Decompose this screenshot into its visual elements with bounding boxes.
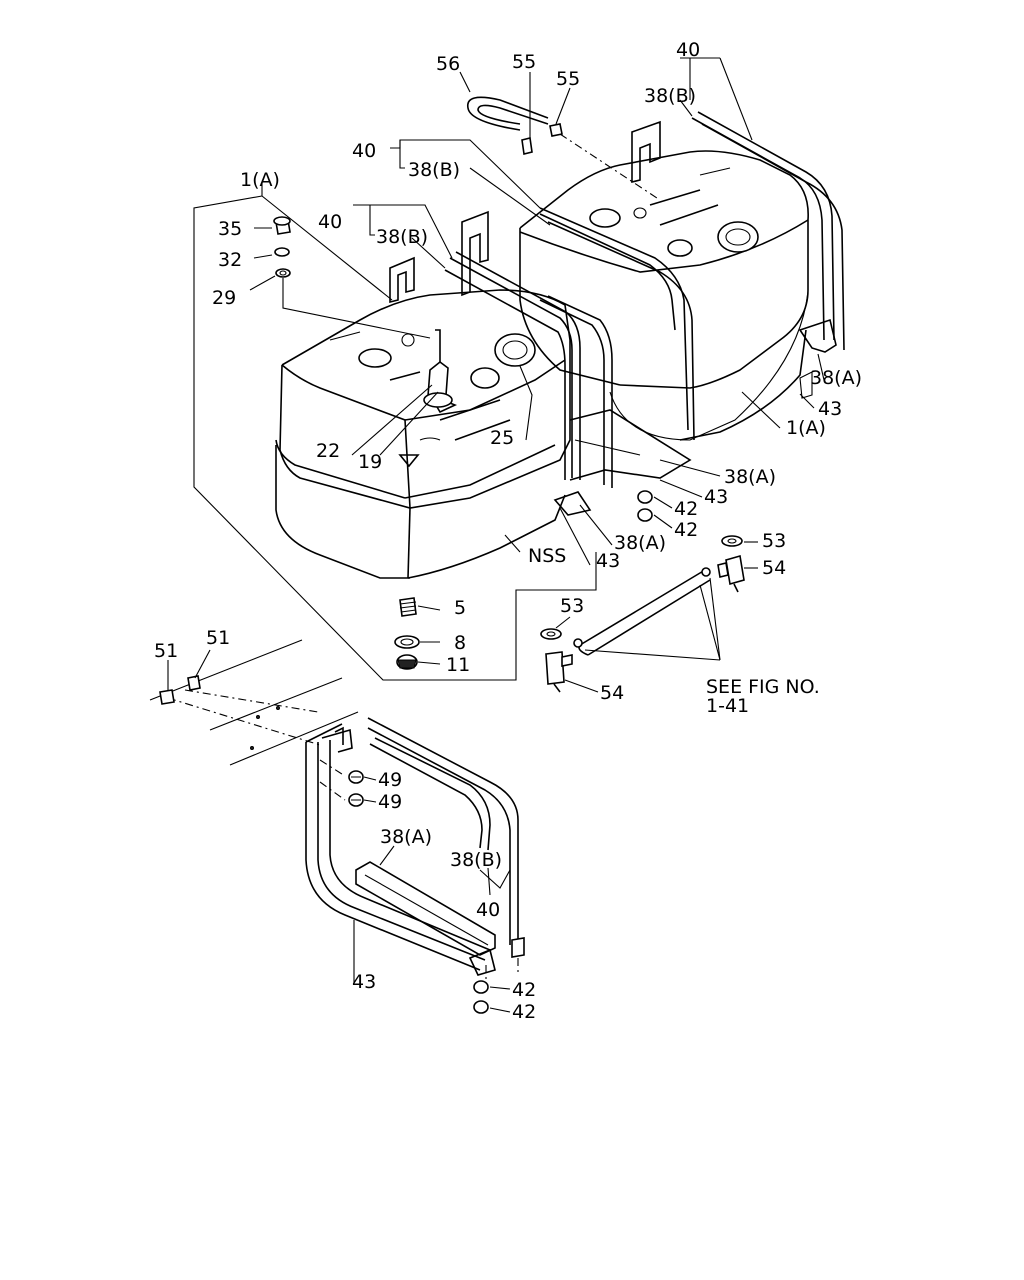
callout-53-left: 53 (560, 595, 584, 617)
callout-25: 25 (490, 427, 514, 449)
callout-43-right: 43 (818, 398, 842, 420)
callout-40-left: 40 (318, 211, 342, 233)
strap-right-tank (539, 111, 845, 441)
callout-54-right: 54 (762, 557, 786, 579)
callout-labels: 1(A) 35 32 29 56 55 55 40 38(B) 40 38(B)… (154, 39, 862, 1023)
callout-11: 11 (446, 654, 470, 676)
callout-1a-right: 1(A) (786, 417, 826, 439)
callout-49-a: 49 (378, 769, 402, 791)
callout-19: 19 (358, 451, 382, 473)
fuel-tank-left (275, 289, 571, 579)
callout-54-left: 54 (600, 682, 624, 704)
callout-38b-mid: 38(B) (408, 159, 460, 181)
callout-40-top: 40 (676, 39, 700, 61)
callout-55-a: 55 (512, 51, 536, 73)
callout-38a-mid: 38(A) (724, 466, 776, 488)
label-nss: NSS (528, 545, 566, 567)
callout-32: 32 (218, 249, 242, 271)
callout-43-mid: 43 (704, 486, 728, 508)
callout-42-a: 42 (674, 498, 698, 520)
callout-38b-bottom: 38(B) (450, 849, 502, 871)
callout-51-b: 51 (206, 627, 230, 649)
callout-22: 22 (316, 440, 340, 462)
callout-49-b: 49 (378, 791, 402, 813)
label-see-fig: SEE FIG NO. (706, 676, 820, 698)
callout-35: 35 (218, 218, 242, 240)
leader-lines (167, 57, 825, 1013)
callout-42-b: 42 (674, 519, 698, 541)
callout-38b-top: 38(B) (644, 85, 696, 107)
nuts-42-upper (637, 490, 653, 522)
callout-8: 8 (454, 632, 466, 654)
callout-29: 29 (212, 287, 236, 309)
small-parts (273, 216, 431, 670)
callout-38a-bottom: 38(A) (380, 826, 432, 848)
strap-left-tank (444, 251, 613, 488)
callout-43-bottom: 43 (352, 971, 376, 993)
callout-40-bottom: 40 (476, 899, 500, 921)
callout-55-b: 55 (556, 68, 580, 90)
callout-38a-right: 38(A) (810, 367, 862, 389)
callout-51-a: 51 (154, 640, 178, 662)
callout-1a-top: 1(A) (240, 169, 280, 191)
fuel-tank-right (519, 150, 809, 441)
callout-38a-center: 38(A) (614, 532, 666, 554)
group-boundary-1a (193, 183, 597, 681)
callout-56: 56 (436, 53, 460, 75)
cross-member-43 (553, 409, 692, 516)
callout-40-mid: 40 (352, 140, 376, 162)
bottom-bracket-assembly (149, 639, 525, 1014)
callout-38b-left: 38(B) (376, 226, 428, 248)
bracket-right-tank (389, 120, 837, 399)
callout-53-right: 53 (762, 530, 786, 552)
callout-42-d: 42 (512, 1001, 536, 1023)
label-fig-ref: 1-41 (706, 695, 749, 717)
callout-42-c: 42 (512, 979, 536, 1001)
breather-hose-56 (467, 96, 661, 201)
callout-43-center: 43 (596, 550, 620, 572)
fuel-line-assembly (540, 535, 745, 693)
callout-5: 5 (454, 597, 466, 619)
